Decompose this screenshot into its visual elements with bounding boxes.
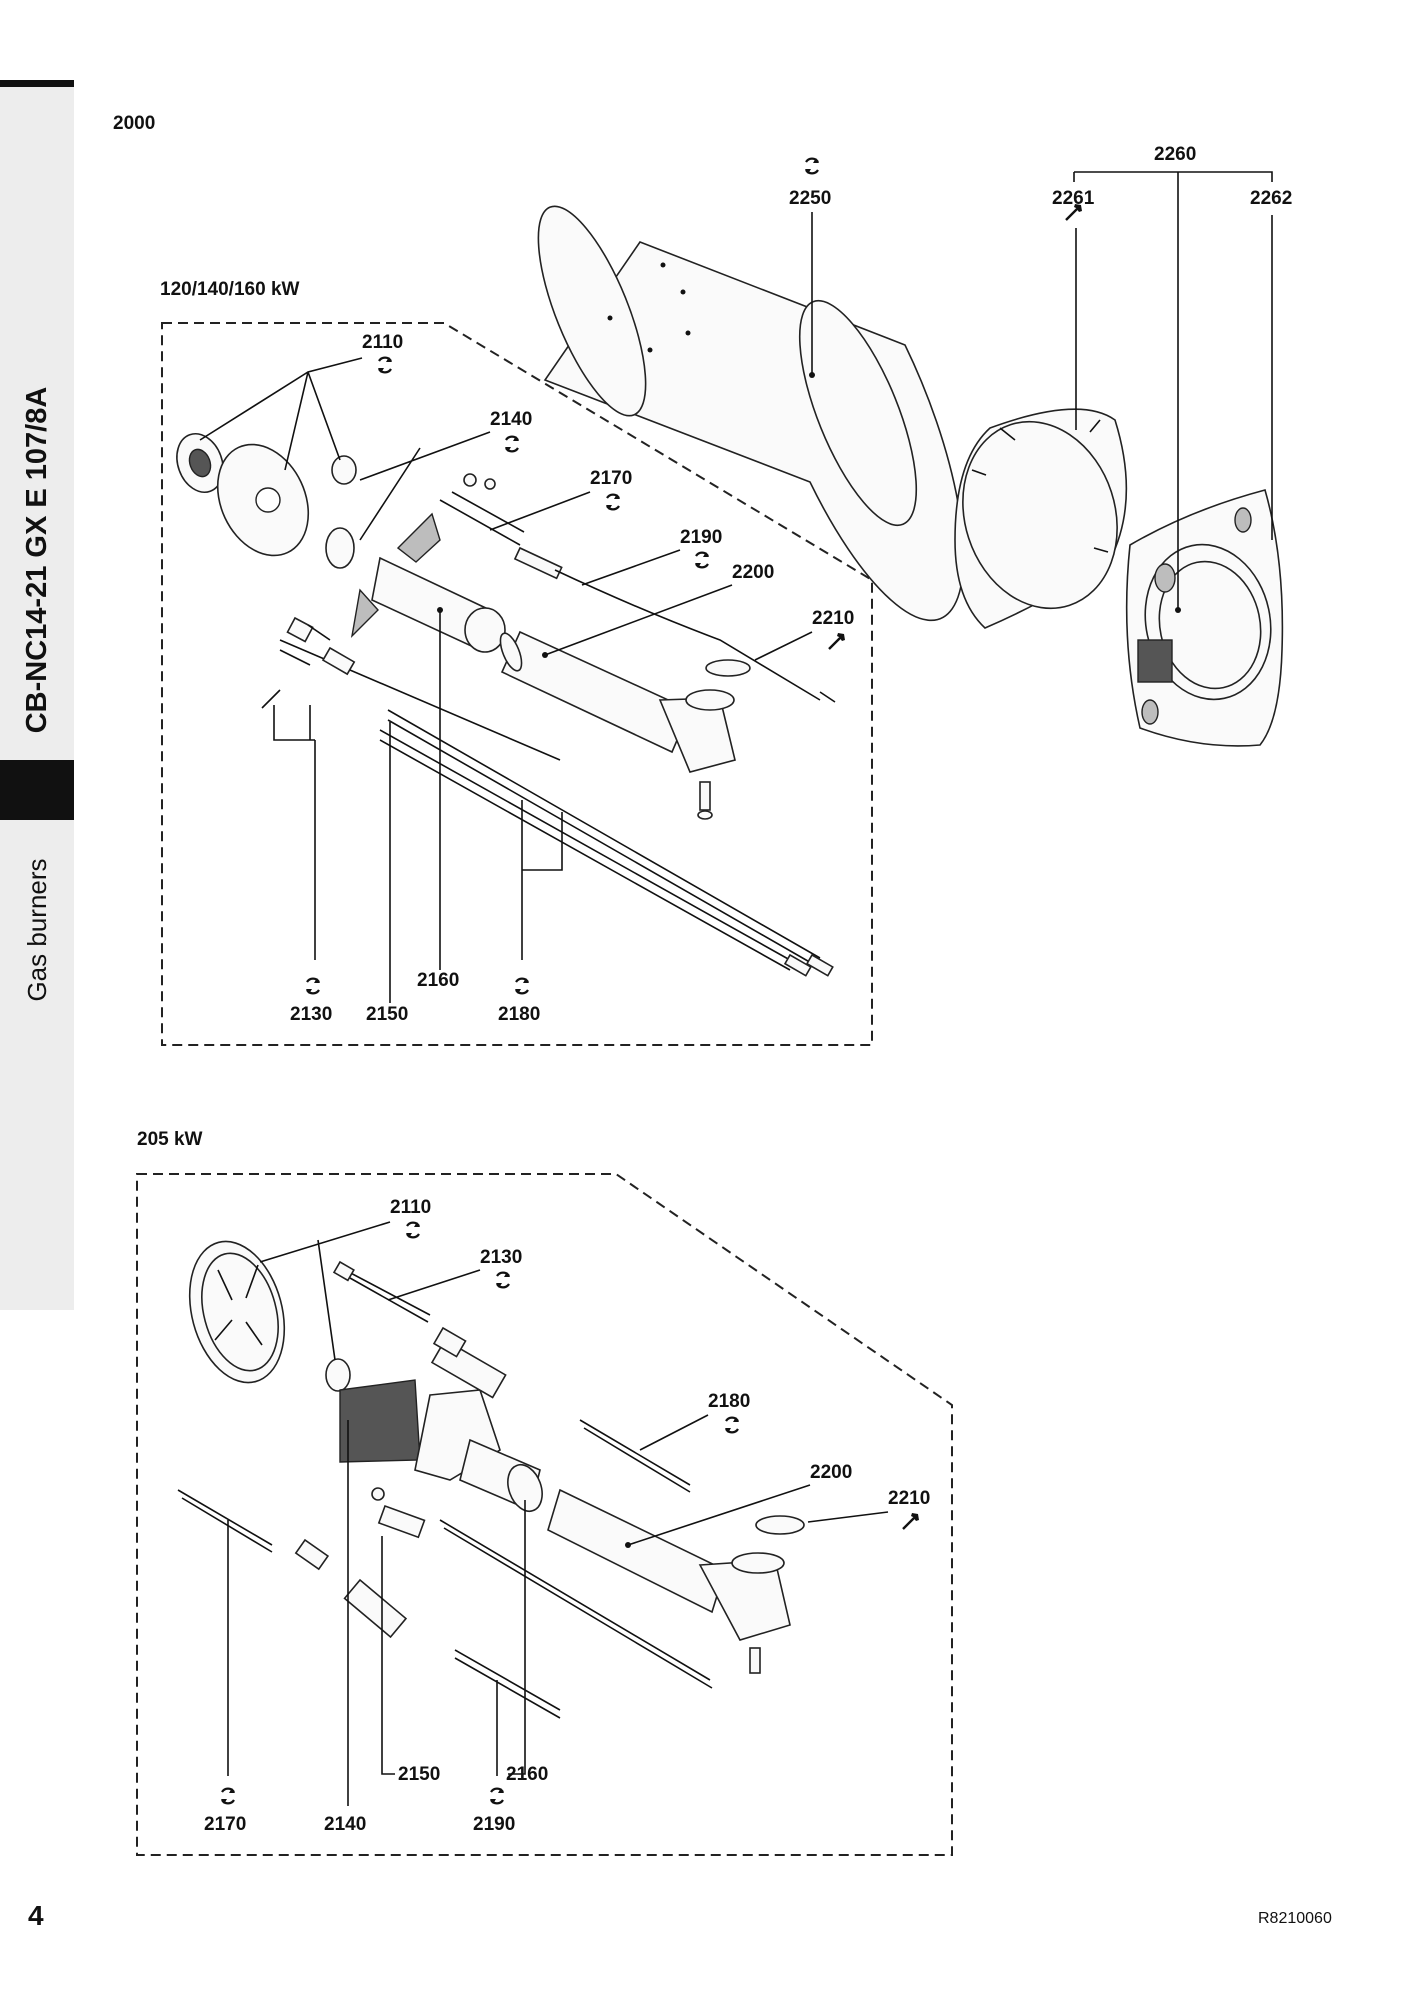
b-label-2170: 2170 bbox=[204, 1814, 246, 1835]
a-leader-2140 bbox=[359, 431, 491, 541]
b-leader-2200 bbox=[627, 1484, 811, 1546]
b-label-2110: 2110 bbox=[390, 1197, 431, 1218]
sidebar-top-bar bbox=[0, 80, 74, 87]
reference-code: R8210060 bbox=[1258, 1910, 1332, 1927]
b-label-2200: 2200 bbox=[810, 1462, 852, 1483]
label-2261: 2261 bbox=[1052, 188, 1095, 209]
b-label-2210: 2210 bbox=[888, 1488, 930, 1509]
a-leader-2190 bbox=[581, 549, 681, 586]
sidebar-black-tab bbox=[0, 760, 74, 820]
variant-b-boundary bbox=[136, 1173, 953, 1856]
b-leader-2150 bbox=[381, 1536, 395, 1775]
b-label-2190: 2190 bbox=[473, 1814, 515, 1835]
a-label-2140: 2140 bbox=[490, 409, 532, 430]
circular-arrows-icon bbox=[693, 550, 711, 570]
a-label-2170: 2170 bbox=[590, 468, 632, 489]
variant-a-parts bbox=[176, 433, 836, 977]
circular-arrows-icon bbox=[723, 1415, 741, 1435]
leader-2260 bbox=[1073, 171, 1273, 610]
variant-a-heading: 120/140/160 kW bbox=[160, 279, 300, 300]
b-leader-2180 bbox=[639, 1414, 709, 1451]
b-label-2140: 2140 bbox=[324, 1814, 366, 1835]
circular-arrows-icon bbox=[376, 355, 394, 375]
circular-arrows-icon bbox=[488, 1786, 506, 1806]
a-label-2200: 2200 bbox=[732, 562, 774, 583]
mounting-flange bbox=[1125, 489, 1284, 747]
circular-arrows-icon bbox=[604, 492, 622, 512]
circular-arrows-icon bbox=[404, 1220, 422, 1240]
wrench-icon bbox=[827, 631, 847, 651]
b-label-2180: 2180 bbox=[708, 1391, 750, 1412]
a-leader-2130 bbox=[273, 705, 316, 960]
label-2260: 2260 bbox=[1154, 144, 1196, 165]
variant-a-boundary bbox=[161, 322, 873, 1046]
variant-b-parts bbox=[177, 1240, 805, 1719]
circular-arrows-icon bbox=[503, 434, 521, 454]
label-2250: 2250 bbox=[789, 188, 831, 209]
wrench-icon bbox=[901, 1511, 921, 1531]
a-label-2150: 2150 bbox=[366, 1004, 408, 1025]
label-2262: 2262 bbox=[1250, 188, 1292, 209]
b-label-2130: 2130 bbox=[480, 1247, 522, 1268]
page-number: 4 bbox=[28, 1900, 44, 1931]
gasket-2261 bbox=[954, 408, 1128, 629]
flame-tube-2250 bbox=[537, 205, 965, 622]
a-leader-2110 bbox=[199, 357, 363, 471]
variant-b-heading: 205 kW bbox=[137, 1129, 203, 1150]
b-label-2160: 2160 bbox=[506, 1764, 548, 1785]
a-label-2110: 2110 bbox=[362, 332, 403, 353]
a-leader-2210 bbox=[754, 631, 813, 661]
a-label-2190: 2190 bbox=[680, 527, 722, 548]
b-leader-2210 bbox=[807, 1511, 889, 1523]
a-label-2210: 2210 bbox=[812, 608, 854, 629]
a-leader-2180 bbox=[521, 800, 563, 960]
a-label-2160: 2160 bbox=[417, 970, 459, 991]
circular-arrows-icon bbox=[494, 1270, 512, 1290]
b-leader-2160 bbox=[508, 1500, 526, 1775]
a-leader-2200 bbox=[544, 584, 733, 656]
a-leader-2170 bbox=[489, 491, 591, 531]
b-leader-2130 bbox=[387, 1269, 481, 1301]
b-label-2150: 2150 bbox=[398, 1764, 440, 1785]
a-label-2180: 2180 bbox=[498, 1004, 540, 1025]
circular-arrows-icon bbox=[803, 156, 821, 176]
b-leader-2110 bbox=[259, 1221, 391, 1361]
circular-arrows-icon bbox=[513, 976, 531, 996]
sidebar-strip bbox=[0, 80, 74, 1310]
assembly-code: 2000 bbox=[113, 113, 155, 134]
a-label-2130: 2130 bbox=[290, 1004, 332, 1025]
circular-arrows-icon bbox=[219, 1786, 237, 1806]
circular-arrows-icon bbox=[304, 976, 322, 996]
